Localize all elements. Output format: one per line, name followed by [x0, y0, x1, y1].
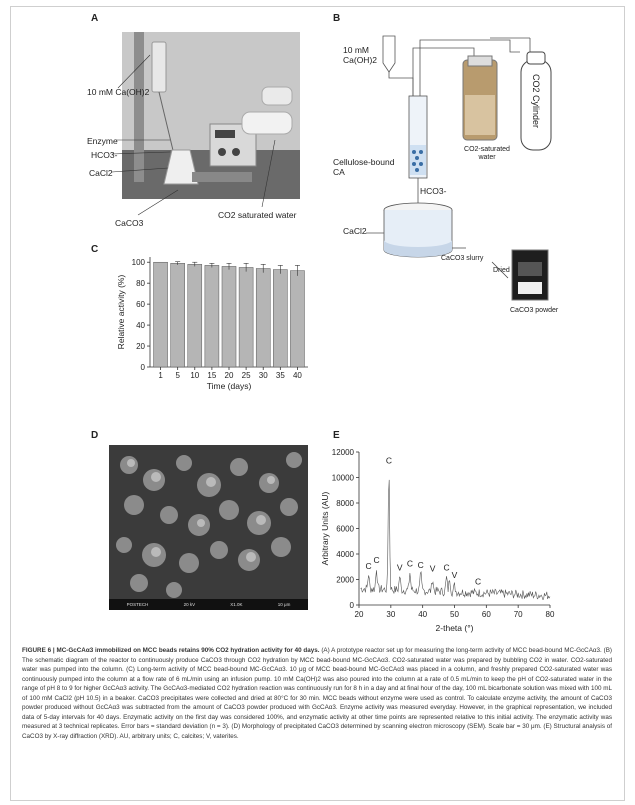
panel-b-label-column: Cellulose-bound CA [333, 157, 395, 177]
x-tick-label: 40 [293, 371, 302, 380]
peak-label: C [475, 576, 481, 586]
xrd-trace [360, 479, 551, 600]
panel-b-label-cacl2: CaCl2 [343, 226, 367, 236]
y-tick-label: 4000 [336, 550, 354, 559]
peak-label: C [418, 560, 424, 570]
caption-title: FIGURE 6 | MC-GcCAα3 immobilized on MCC … [22, 647, 320, 654]
panel-b-label-powder: CaCO3 powder [510, 307, 559, 314]
x-axis-label: Time (days) [207, 381, 252, 391]
panel-b-label-slurry: CaCO3 slurry [441, 255, 484, 262]
x-tick-label: 60 [482, 610, 491, 619]
sem-image: POSTECH 20 kV X1.0K 10 μm [109, 445, 308, 610]
x-tick-label: 20 [355, 610, 364, 619]
panel-a-letter: A [91, 13, 99, 24]
x-tick-label: 20 [225, 371, 234, 380]
x-tick-label: 5 [175, 371, 180, 380]
figure-caption: FIGURE 6 | MC-GcCAα3 immobilized on MCC … [22, 646, 612, 741]
x-axis-label: 2-theta (°) [436, 623, 474, 633]
panel-a-label-caco3: CaCO3 [115, 218, 144, 228]
sem-footer-kv: 20 kV [183, 602, 196, 607]
x-tick-label: 25 [242, 371, 251, 380]
peak-label: V [430, 564, 436, 574]
x-tick-label: 70 [514, 610, 523, 619]
panel-b-letter: B [333, 13, 341, 24]
sem-footer-lab: POSTECH [126, 602, 149, 607]
y-tick-label: 2000 [336, 576, 354, 585]
sem-texture [109, 445, 308, 610]
y-tick-label: 10000 [332, 474, 355, 483]
x-tick-label: 30 [386, 610, 395, 619]
panel-a-label-caoh: 10 mM Ca(OH)2 [87, 87, 150, 97]
caption-body: (A) A prototype reactor set up for measu… [22, 647, 612, 740]
peak-label: C [365, 561, 371, 571]
peak-label: V [397, 562, 403, 572]
panel-b-label-dried: Dried [493, 267, 510, 274]
panel-b-label-co2-water: CO2-saturated water [464, 146, 510, 161]
y-tick-label: 40 [136, 321, 145, 330]
y-axis-label: Relative activity (%) [116, 275, 126, 350]
panel-c-letter: C [91, 244, 99, 255]
x-tick-label: 35 [276, 371, 285, 380]
y-axis-label: Arbitrary Units (AU) [320, 492, 330, 566]
y-tick-label: 20 [136, 342, 145, 351]
x-tick-label: 40 [418, 610, 427, 619]
panel-e-letter: E [333, 430, 340, 441]
y-tick-label: 0 [141, 363, 146, 372]
peak-label: V [452, 570, 458, 580]
panel-a-label-hco3: HCO3- [91, 150, 118, 160]
y-tick-label: 12000 [332, 448, 355, 457]
panel-a-label-cacl2: CaCl2 [89, 168, 113, 178]
y-tick-label: 6000 [336, 525, 354, 534]
peak-label: C [407, 559, 413, 569]
panel-b-label-hco3: HCO3- [420, 186, 447, 196]
x-tick-label: 50 [450, 610, 459, 619]
x-tick-label: 30 [259, 371, 268, 380]
x-tick-label: 15 [207, 371, 216, 380]
y-tick-label: 8000 [336, 499, 354, 508]
peak-label: C [443, 562, 449, 572]
sem-footer-mag: X1.0K [230, 602, 243, 607]
sem-footer: POSTECH 20 kV X1.0K 10 μm [109, 599, 308, 610]
y-tick-label: 60 [136, 300, 145, 309]
peak-label: C [373, 555, 379, 565]
panel-b-label-caoh: 10 mM Ca(OH)2 [343, 45, 378, 65]
x-tick-label: 10 [190, 371, 199, 380]
y-tick-label: 80 [136, 279, 145, 288]
panel-a-label-co2-water: CO2 saturated water [218, 210, 297, 220]
x-tick-label: 80 [546, 610, 555, 619]
sem-footer-scale: 10 μm [277, 602, 291, 607]
x-tick-label: 1 [158, 371, 163, 380]
y-tick-label: 100 [132, 258, 146, 267]
panel-d-letter: D [91, 430, 99, 441]
y-tick-label: 0 [350, 601, 355, 610]
peak-label: C [386, 455, 392, 465]
panel-a-label-enzyme: Enzyme [87, 136, 118, 146]
